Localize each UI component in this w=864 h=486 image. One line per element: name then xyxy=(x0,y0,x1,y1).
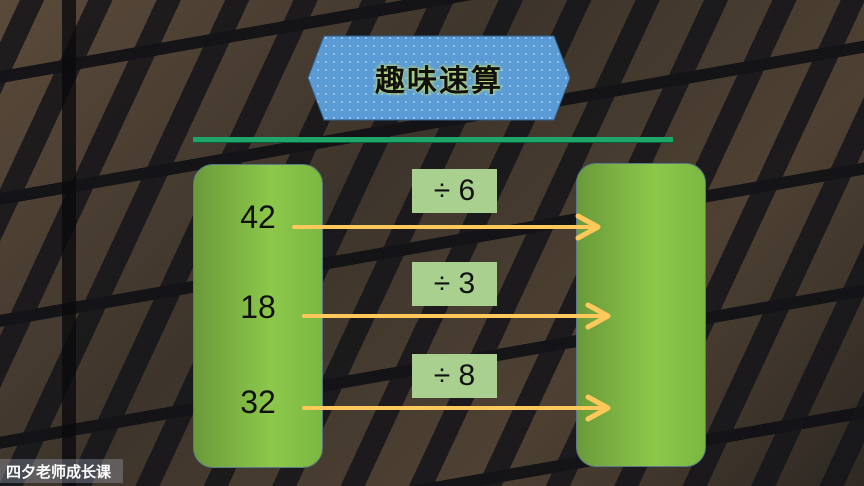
operation-2: ÷ 3 xyxy=(412,262,497,306)
operation-1: ÷ 6 xyxy=(412,169,497,213)
watermark: 四夕老师成长课 xyxy=(0,459,123,483)
title-banner: 趣味速算 xyxy=(306,34,572,122)
divider-line xyxy=(193,137,673,142)
dividend-3: 32 xyxy=(240,384,276,420)
arrow-right-icon xyxy=(302,302,611,330)
page-title: 趣味速算 xyxy=(375,65,503,98)
arrow-right-icon xyxy=(292,213,601,241)
dividend-box: 42 18 32 xyxy=(193,164,323,468)
operation-3: ÷ 8 xyxy=(412,354,497,398)
dividend-1: 42 xyxy=(240,199,276,235)
dividend-2: 18 xyxy=(240,289,276,325)
arrow-right-icon xyxy=(302,394,611,422)
